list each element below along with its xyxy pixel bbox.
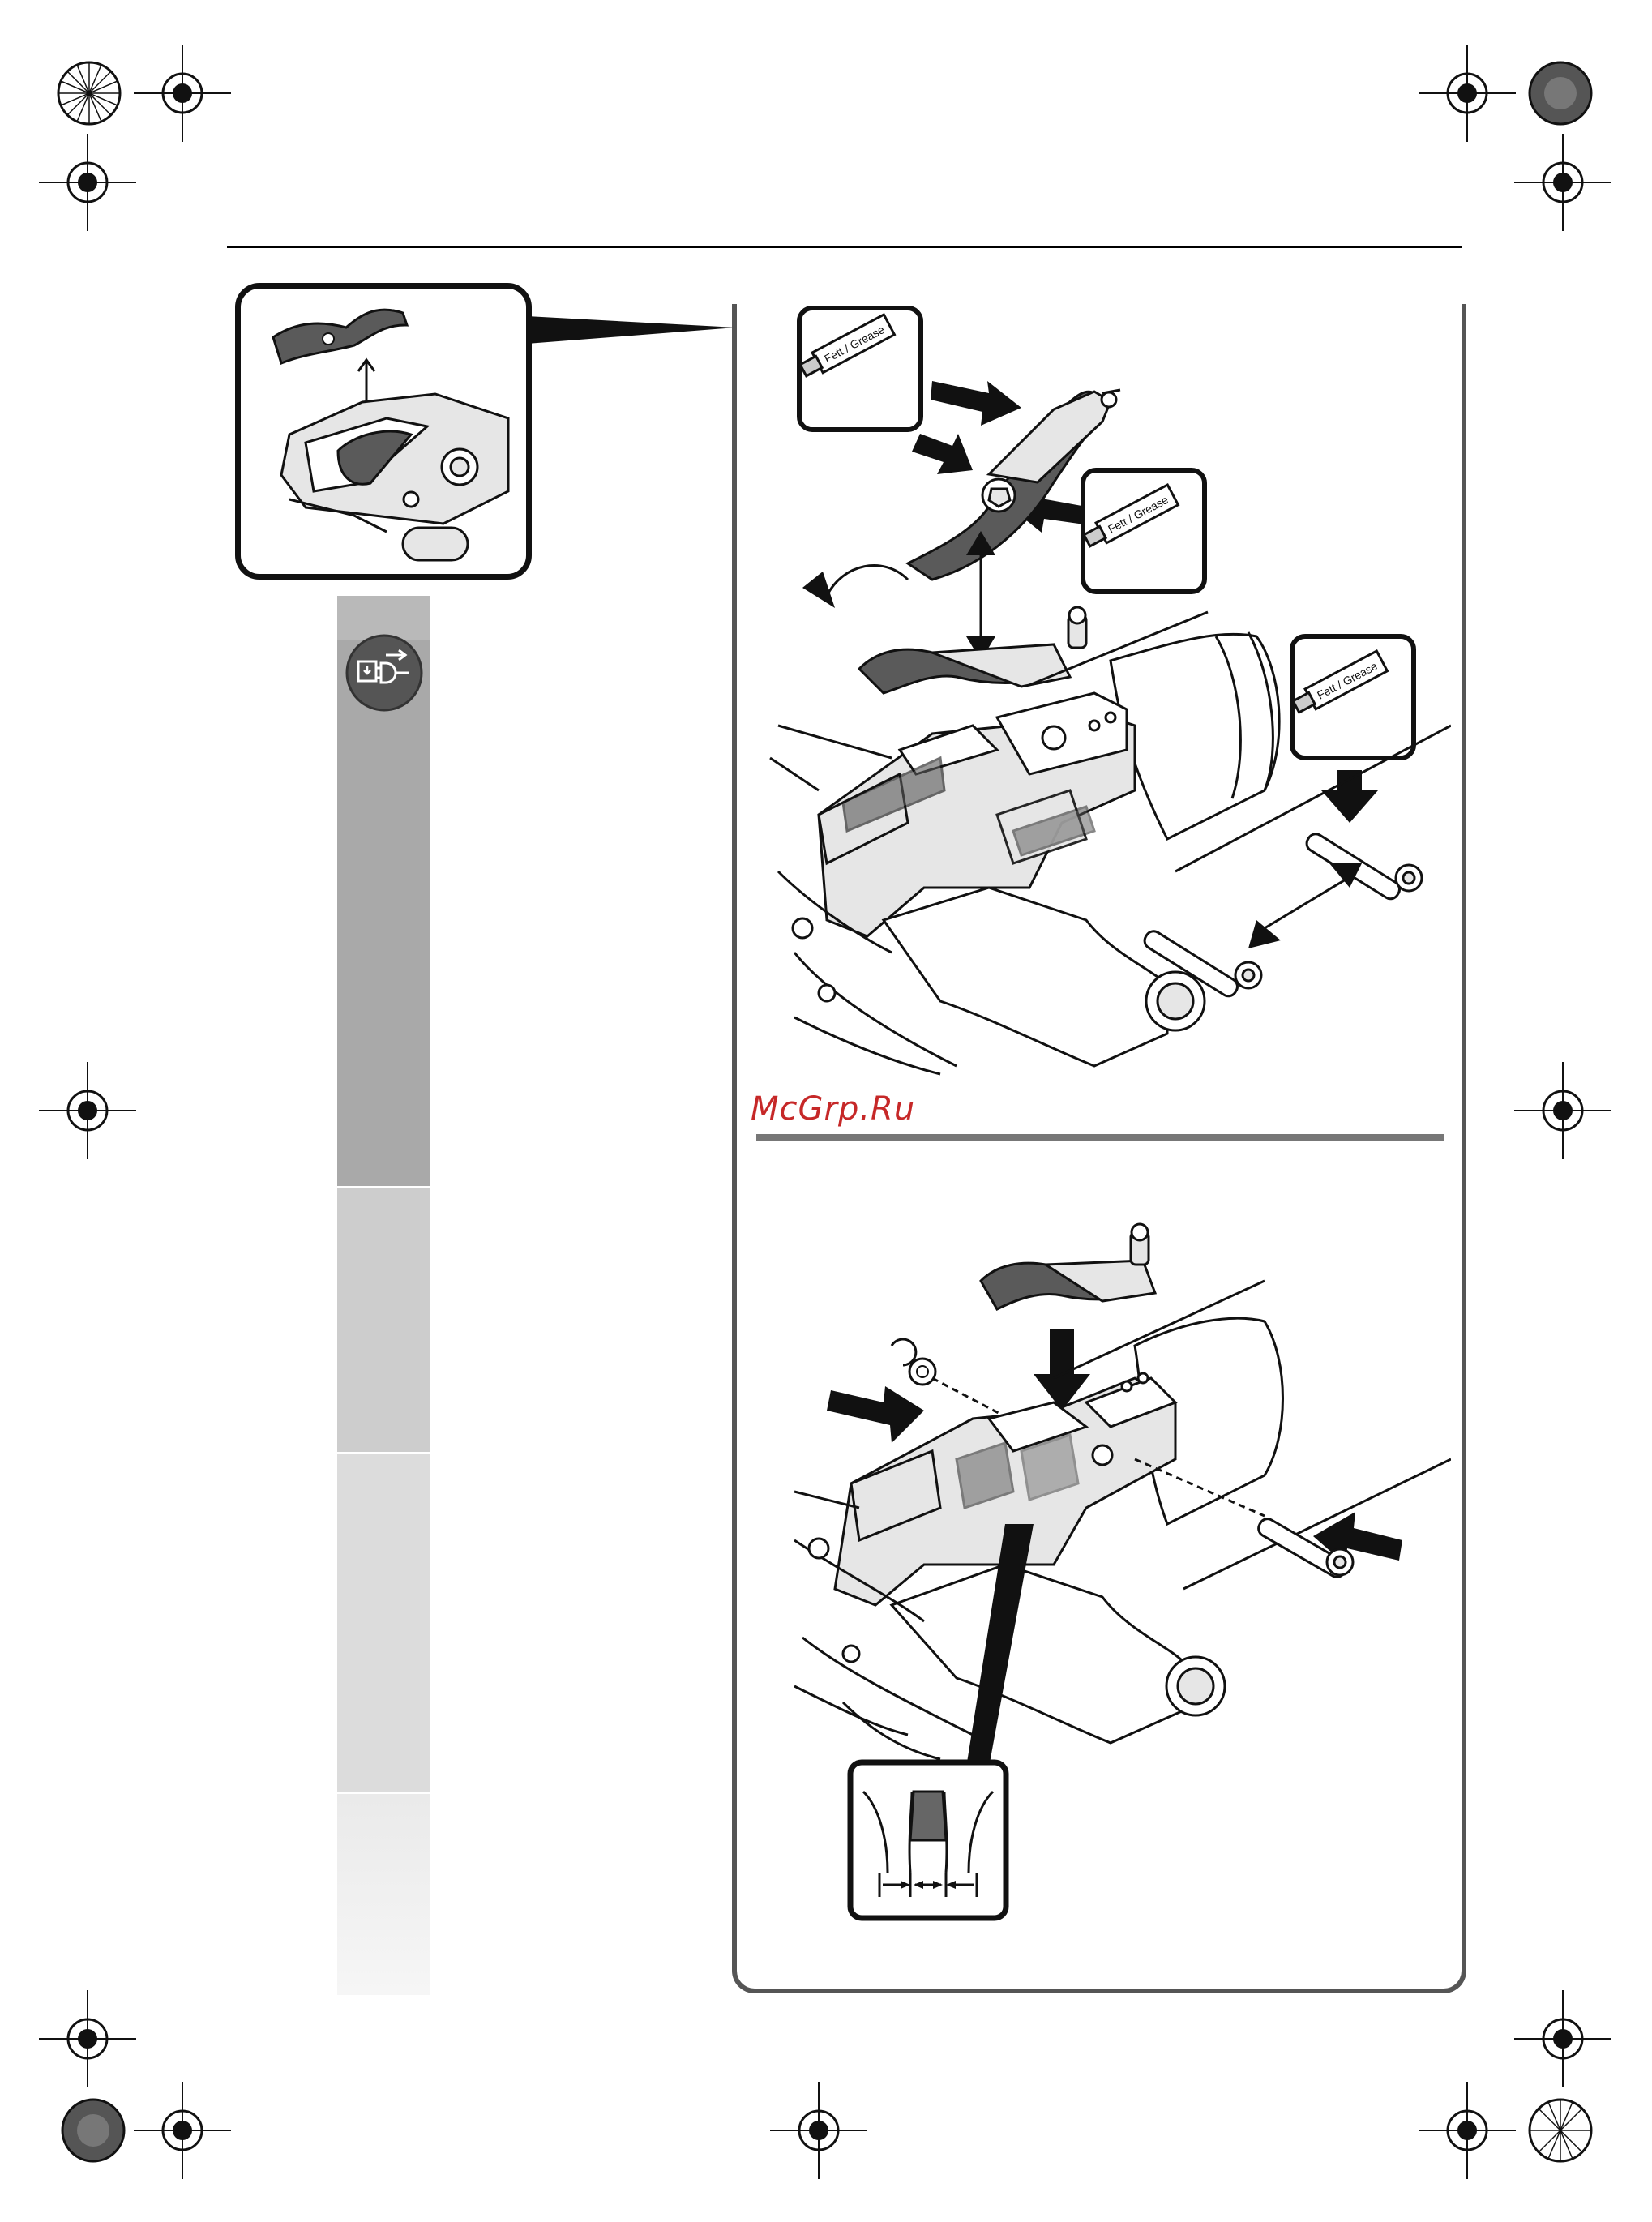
pin-1 xyxy=(1303,831,1422,902)
inset-leader-line xyxy=(527,308,738,357)
registration-mark-icon xyxy=(39,134,136,231)
registration-mark-icon xyxy=(1514,1990,1611,2087)
header-rule xyxy=(227,246,1462,248)
registration-mark-icon xyxy=(1514,1062,1611,1159)
registration-mark-icon xyxy=(1419,2082,1516,2179)
gap-detail-inset xyxy=(847,1759,1009,1921)
detail-inset-frame xyxy=(235,283,532,580)
sidebar-strip-4 xyxy=(337,1454,430,1792)
color-wheel-icon xyxy=(41,45,138,142)
color-wheel-icon xyxy=(1512,45,1609,142)
grease-blade-illustration: Fett / Grease Fett / Grease Fett / Greas… xyxy=(746,304,1451,1082)
registration-mark-icon xyxy=(1514,134,1611,231)
sidebar-strip-5 xyxy=(337,1794,430,1995)
panel-divider xyxy=(756,1134,1444,1141)
color-wheel-icon xyxy=(1512,2082,1609,2179)
registration-mark-icon xyxy=(134,2082,231,2179)
watermark: McGrp.Ru xyxy=(751,1090,915,1128)
sidebar-strip-3 xyxy=(337,1188,430,1452)
blade-removal-illustration xyxy=(241,289,526,574)
registration-mark-icon xyxy=(39,1062,136,1159)
registration-mark-icon xyxy=(770,2082,867,2179)
registration-mark-icon xyxy=(39,1990,136,2087)
registration-mark-icon xyxy=(1419,45,1516,142)
registration-mark-icon xyxy=(134,45,231,142)
color-wheel-icon xyxy=(45,2082,142,2179)
unplug-icon xyxy=(344,632,425,713)
sidebar-strip-2 xyxy=(337,640,430,1186)
